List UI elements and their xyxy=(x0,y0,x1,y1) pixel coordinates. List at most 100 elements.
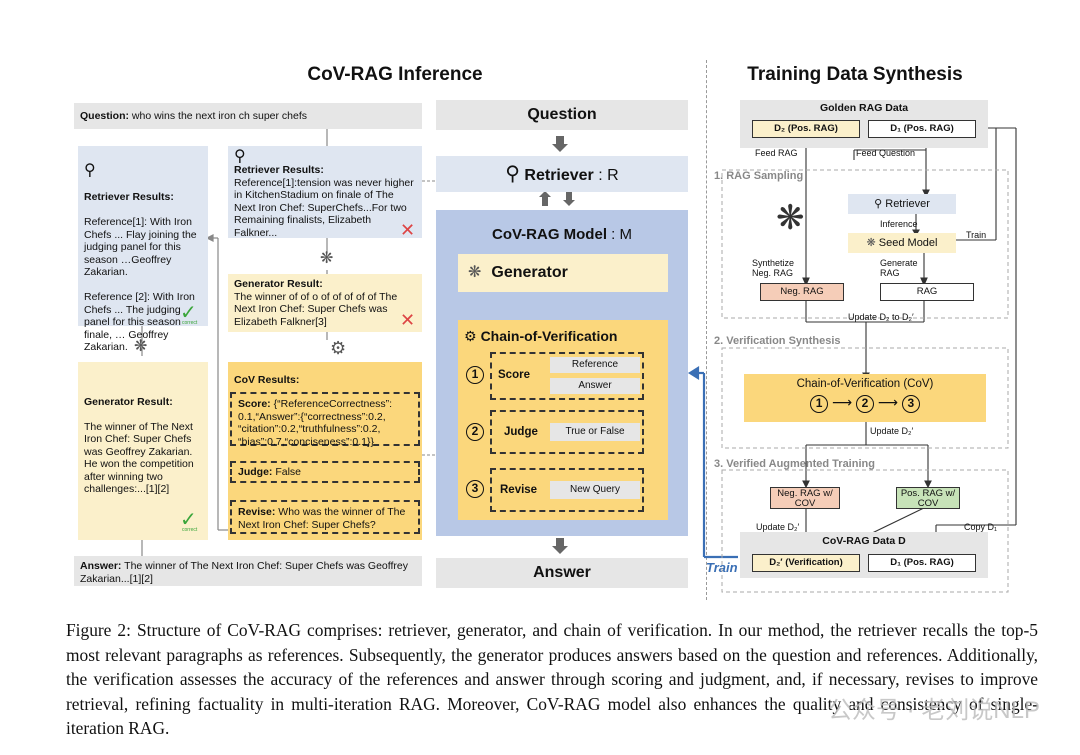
correct-tag-2: correct xyxy=(182,527,198,533)
step-revise: Revise New Query xyxy=(490,468,644,512)
update1-label: Update D₂ to D₂′ xyxy=(848,312,914,322)
left-generator-text: The winner of The Next Iron Chef: Super … xyxy=(84,420,194,496)
mid-generator-text: The winner of of o of of of of of The Ne… xyxy=(234,290,398,328)
figure-caption: Figure 2: Structure of CoV-RAG comprises… xyxy=(66,620,1038,738)
left-title: CoV-RAG Inference xyxy=(307,64,483,85)
cov-block: ⚙Chain-of-Verification 1 Score Reference… xyxy=(458,320,668,520)
gear-icon: ⚙ xyxy=(330,338,347,358)
train-small-label: Train xyxy=(966,230,987,240)
d2-pos-chip: D₂ (Pos. RAG) xyxy=(752,120,860,138)
right-cov-steps: 1 ⟶ 2 ⟶ 3 xyxy=(744,394,986,413)
step-revise-value: New Query xyxy=(550,481,640,499)
cov-rag-model: CoV-RAG Model : M ❋ Generator ⚙Chain-of-V… xyxy=(436,210,688,536)
step-score-label: Score xyxy=(498,369,530,381)
model-title: CoV-RAG Model : M xyxy=(491,226,633,243)
center-question: Question xyxy=(436,100,688,130)
neg-rag-chip: Neg. RAG xyxy=(760,283,844,301)
cross-icon-2: ✕ xyxy=(400,310,416,330)
step-judge-label: Judge xyxy=(504,426,538,438)
left-retriever-text: Reference[1]: With Iron Chefs ... Flay j… xyxy=(84,216,197,353)
revise-label: Revise: xyxy=(238,506,276,518)
golden-title: Golden RAG Data xyxy=(819,102,909,114)
openai-icon: ❋ xyxy=(776,199,805,237)
cov-results-box: CoV Results: Score: {“ReferenceCorrectne… xyxy=(228,362,422,540)
step-revise-label: Revise xyxy=(500,484,538,496)
check-icon: ✓ xyxy=(180,302,197,324)
arrow-right-icon-2: ⟶ xyxy=(877,394,902,410)
generator-label: Generator xyxy=(491,264,568,281)
step-score-reference: Reference xyxy=(550,357,640,373)
right-step-3: 3 xyxy=(901,395,920,413)
judge-label: Judge: xyxy=(238,466,273,478)
center-answer: Answer xyxy=(436,558,688,588)
arrow-right-icon: ⟶ xyxy=(832,394,856,410)
right-retriever: ⚲ Retriever xyxy=(848,194,956,214)
model-icon-2: ❋ xyxy=(320,250,334,267)
right-cov-block: Chain-of-Verification (CoV) 1 ⟶ 2 ⟶ 3 xyxy=(744,374,986,422)
section-1-title: 1. RAG Sampling xyxy=(714,170,804,182)
left-generator-title: Generator Result: xyxy=(84,396,173,408)
revise-text: Who was the winner of The Next Iron Chef… xyxy=(238,506,406,531)
check-icon-2: ✓ xyxy=(180,509,197,531)
judge-result: Judge: False xyxy=(230,461,420,483)
d2-ver-chip: D₂′ (Verification) xyxy=(752,554,860,572)
generator-icon: ❋ xyxy=(468,264,482,281)
revise-result: Revise: Who was the winner of The Next I… xyxy=(230,500,420,534)
model-title-label: CoV-RAG Model xyxy=(491,226,607,243)
step-score-answer: Answer xyxy=(550,378,640,394)
mid-generator-title: Generator Result: xyxy=(234,278,323,290)
step-2-num: 2 xyxy=(466,423,484,441)
answer-box: Answer: The winner of The Next Iron Chef… xyxy=(74,556,422,586)
step-judge: Judge True or False xyxy=(490,410,644,454)
mid-retriever-box: ⚲ Retriever Results: Reference[1]:tensio… xyxy=(228,146,422,239)
question-box: Question: who wins the next iron ch supe… xyxy=(74,103,422,129)
cov-rag-data-box: CoV-RAG Data D D₂′ (Verification) D₁ (Po… xyxy=(740,532,988,578)
center-retriever-label: Retriever xyxy=(524,167,594,184)
answer-text: The winner of The Next Iron Chef: Super … xyxy=(80,560,409,585)
search-icon-4: ⚲ xyxy=(874,198,883,210)
mid-retriever-text: Reference[1]:tension was never higher in… xyxy=(234,176,414,239)
seed-model-icon: ❋ xyxy=(866,237,876,249)
watermark: 公众号 · 老刘说NLP xyxy=(827,697,1040,724)
rag-chip: RAG xyxy=(880,283,974,301)
synth-label: Synthetize Neg. RAG xyxy=(752,258,795,278)
section-2-title: 2. Verification Synthesis xyxy=(714,335,841,347)
right-cov-label: Chain-of-Verification (CoV) xyxy=(796,378,934,390)
right-step-2: 2 xyxy=(856,395,874,413)
step-judge-value: True or False xyxy=(550,423,640,441)
inference-label: Inference xyxy=(880,219,918,229)
step-1-num: 1 xyxy=(466,366,484,384)
cov-rag-data-title: CoV-RAG Data D xyxy=(822,535,906,547)
cov-title-label: Chain-of-Verification xyxy=(480,328,618,344)
model-title-sym: M xyxy=(619,226,633,243)
left-generator-box: Generator Result: The winner of The Next… xyxy=(78,362,208,540)
left-retriever-title: Retriever Results: xyxy=(84,191,174,203)
generate-label: Generate RAG xyxy=(880,258,918,278)
d1-pos-chip: D₁ (Pos. RAG) xyxy=(868,120,976,138)
center-retriever-sym: R xyxy=(607,167,619,184)
step-score: Score Reference Answer xyxy=(490,352,644,400)
update2-label: Update D₂′ xyxy=(870,426,914,436)
seed-model: ❋ Seed Model xyxy=(848,233,956,253)
search-icon-3: ⚲ xyxy=(505,163,520,185)
cross-icon: ✕ xyxy=(400,220,416,240)
feed-question-label: Feed Question xyxy=(856,148,916,158)
score-label: Score: xyxy=(238,398,271,410)
left-retriever-box: ⚲ Retriever Results: Reference[1]: With … xyxy=(78,146,208,353)
question-label: Question: xyxy=(80,110,129,122)
score-text: {“ReferenceCorrectness”: 0.1,“Answer”:{“… xyxy=(238,398,393,448)
pos-cov-chip: Pos. RAG w/ COV xyxy=(896,487,960,509)
seed-model-label: Seed Model xyxy=(878,237,938,249)
answer-label: Answer: xyxy=(80,560,122,572)
mid-generator-box: Generator Result: The winner of of o of … xyxy=(228,274,422,332)
search-icon: ⚲ xyxy=(84,161,96,179)
cov-title: ⚙Chain-of-Verification xyxy=(458,328,668,345)
copy-label: Copy D₁ xyxy=(964,522,998,532)
center-retriever: ⚲ Retriever : R xyxy=(436,156,688,192)
right-title: Training Data Synthesis xyxy=(747,64,963,85)
generator-block: ❋ Generator xyxy=(458,254,668,292)
step-3-num: 3 xyxy=(466,480,484,498)
search-icon-2: ⚲ xyxy=(234,148,246,165)
neg-cov-chip: Neg. RAG w/ COV xyxy=(770,487,840,509)
mid-retriever-title: Retriever Results: xyxy=(234,164,324,176)
